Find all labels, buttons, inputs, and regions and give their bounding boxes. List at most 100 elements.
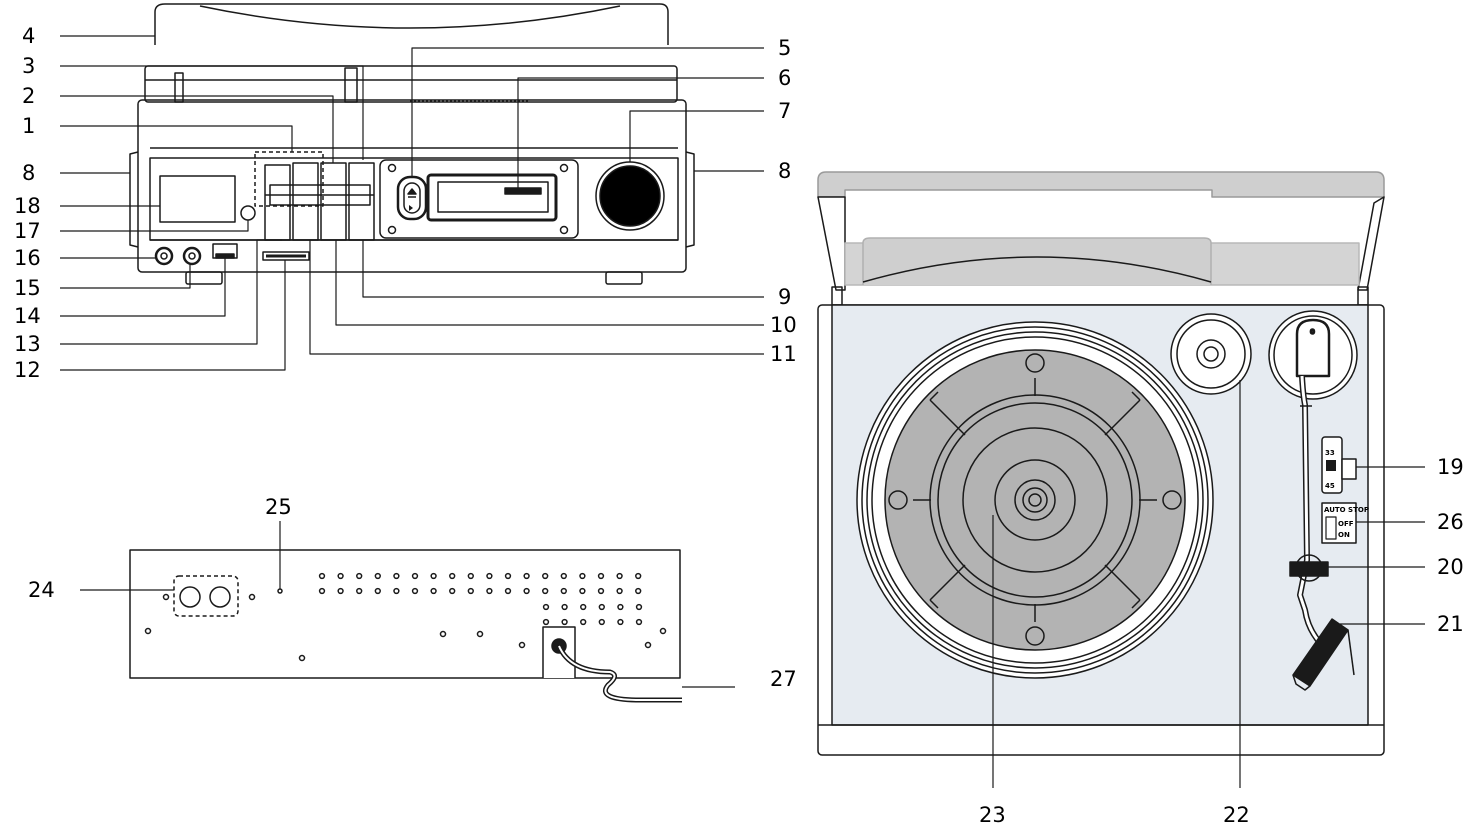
vent-hole <box>542 618 550 626</box>
top-45-adapter <box>1170 313 1252 395</box>
screw <box>387 163 397 173</box>
callout-front-left: 2 <box>22 84 35 108</box>
vent-hole <box>616 572 623 580</box>
callout-front-left: 15 <box>14 276 41 300</box>
vent-hole <box>337 587 344 595</box>
front-aux-jack <box>182 246 202 266</box>
callout-front-right: 6 <box>778 66 791 90</box>
top-lid-right-arm <box>1357 196 1385 291</box>
svg-text:0: 0 <box>1310 328 1315 336</box>
rear-view <box>129 549 682 703</box>
autostop-on: ON <box>1338 531 1350 539</box>
top-mat-inner-ring <box>929 394 1141 606</box>
vent-hole <box>337 572 344 580</box>
jack-inner <box>188 252 196 260</box>
vent-hole <box>318 587 326 595</box>
front-view <box>129 3 695 285</box>
callout-front-left: 17 <box>14 219 41 243</box>
vent-hole <box>504 572 512 580</box>
rear-screw <box>476 630 484 638</box>
autostop-off: OFF <box>1338 520 1354 528</box>
rear-rca-right <box>209 586 231 608</box>
front-side-speaker-right <box>685 151 695 248</box>
autostop-title: AUTO STOP <box>1324 506 1369 514</box>
callout-front-right: 10 <box>770 313 797 337</box>
front-foot-right <box>605 271 643 285</box>
speed-label-45: 45 <box>1325 482 1335 490</box>
callout-front-left: 8 <box>22 161 35 185</box>
callout-front-right: 8 <box>778 159 791 183</box>
vent-hole <box>449 587 456 595</box>
usb-slot <box>215 253 235 259</box>
front-lid-curve <box>199 5 621 29</box>
callout-rear: 24 <box>28 578 55 602</box>
rear-screw <box>518 641 526 649</box>
vent-hole <box>597 572 605 580</box>
vent-hole <box>356 587 363 595</box>
vent-hole <box>617 603 624 611</box>
vent-hole <box>411 587 419 595</box>
jack-inner <box>160 252 168 260</box>
rear-screw <box>659 627 667 635</box>
vent-hole <box>504 587 512 595</box>
button-3 <box>320 162 347 241</box>
rear-reset-hole <box>277 588 283 594</box>
top-view: 0 33 45 AUTO STOP OFF ON <box>817 171 1385 756</box>
vent-hole <box>561 618 568 626</box>
vent-hole <box>560 587 567 595</box>
tonearm-icon: 0 <box>1268 310 1358 691</box>
callout-top: 26 <box>1437 510 1464 534</box>
top-lid-dome <box>862 237 1212 285</box>
front-arm-post <box>174 72 184 103</box>
callout-top: 19 <box>1437 455 1464 479</box>
vent-hole <box>635 603 643 611</box>
vent-hole <box>579 572 586 580</box>
callout-front-right: 9 <box>778 285 791 309</box>
vent-hole <box>617 618 624 626</box>
vent-hole <box>635 572 642 580</box>
front-dashed-group <box>254 151 324 207</box>
front-top-deck <box>144 65 678 103</box>
vent-hole <box>467 572 474 580</box>
vent-hole <box>598 603 605 611</box>
callout-front-left: 13 <box>14 332 41 356</box>
front-cassette-window <box>437 181 549 213</box>
vent-hole <box>597 587 605 595</box>
rear-leader-lines <box>80 521 735 688</box>
callout-front-left: 14 <box>14 304 41 328</box>
top-platter-mat <box>884 349 1186 651</box>
vent-hole <box>635 618 643 626</box>
front-foot-left <box>185 271 223 285</box>
screw <box>387 225 397 235</box>
top-spindle-ring <box>1014 479 1056 521</box>
vent-hole <box>523 572 530 580</box>
vent-hole <box>411 572 419 580</box>
top-lid-dome-curve <box>862 256 1212 283</box>
top-platter-ring <box>861 326 1209 674</box>
vent-hole <box>561 603 568 611</box>
callout-front-right: 5 <box>778 36 791 60</box>
button-mid-strip <box>269 184 371 206</box>
vent-hole <box>374 587 381 595</box>
callout-top: 20 <box>1437 555 1464 579</box>
vent-hole <box>523 587 530 595</box>
callout-front-right: 11 <box>770 342 797 366</box>
rear-screw <box>248 593 256 601</box>
rear-screw <box>144 627 152 635</box>
vent-hole <box>430 572 437 580</box>
callout-front-left: 3 <box>22 54 35 78</box>
vent-hole <box>486 572 493 580</box>
callout-front-left: 1 <box>22 114 35 138</box>
vent-hole <box>430 587 437 595</box>
front-leader-lines <box>60 35 764 371</box>
front-callouts-left: 4 3 2 1 8 18 17 16 15 14 13 12 <box>14 24 41 382</box>
vent-hole <box>374 572 381 580</box>
front-hinge-block <box>344 67 358 103</box>
callout-top: 23 <box>979 803 1006 827</box>
vent-hole <box>635 587 642 595</box>
vent-hole <box>580 603 587 611</box>
front-sd-slot <box>262 251 310 261</box>
screw <box>559 225 569 235</box>
vent-hole <box>356 572 363 580</box>
